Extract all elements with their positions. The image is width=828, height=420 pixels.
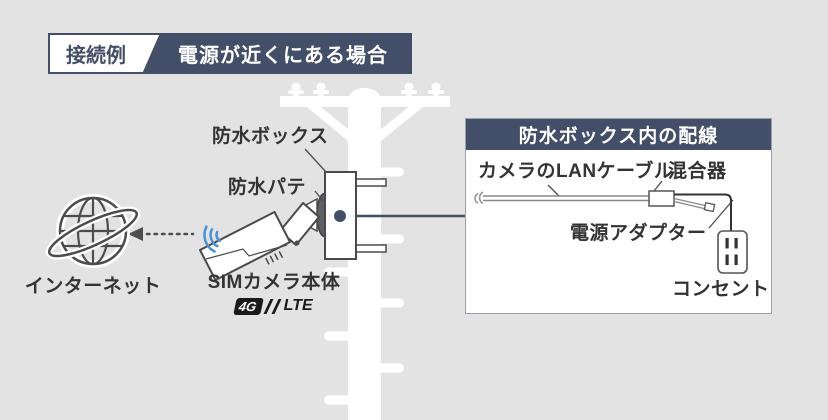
title-ribbon: 接続例 電源が近くにある場合 — [48, 33, 412, 74]
lte-text: LTE — [283, 297, 313, 314]
wifi-signal-icon — [203, 225, 222, 253]
panel-title: 防水ボックス内の配線 — [466, 119, 771, 150]
box-label-pointer — [304, 148, 327, 173]
lan-cable-graphic — [474, 191, 649, 205]
connection-example-tag: 接続例 — [48, 33, 162, 74]
power-cord-graphic — [674, 193, 732, 231]
4g-chip: 4G — [233, 297, 265, 315]
sim-camera-label: SIMカメラ本体 — [207, 272, 341, 293]
outlet-label: コンセント — [672, 279, 770, 300]
waterproof-putty-label: 防水パテ — [228, 177, 307, 198]
combiner-label: 混合器 — [668, 161, 727, 182]
adapter-label-pointer — [708, 199, 734, 229]
wiring-detail-panel: 防水ボックス内の配線 — [465, 118, 772, 314]
pole-step-pegs — [324, 167, 404, 405]
lan-cable-label: カメラのLANケーブル — [478, 161, 674, 182]
wiring-graphic — [474, 180, 748, 274]
putty-label-pointer — [314, 190, 324, 202]
outlet-icon — [717, 230, 748, 274]
power-adapter-label: 電源アダプター — [570, 223, 707, 244]
internet-globe-icon — [45, 194, 141, 268]
waterproof-box-label: 防水ボックス — [212, 126, 329, 147]
power-adapter-graphic — [673, 197, 716, 213]
internet-label: インターネット — [24, 276, 162, 297]
combiner-graphic — [648, 190, 675, 207]
signal-arrow-icon — [128, 227, 195, 241]
4g-lte-badge: 4G LTE — [198, 297, 350, 315]
page-title: 電源が近くにある場合 — [142, 33, 412, 74]
callout-dot — [334, 210, 346, 222]
insulator-icons — [288, 82, 444, 97]
sim-camera-graphic — [199, 211, 300, 281]
